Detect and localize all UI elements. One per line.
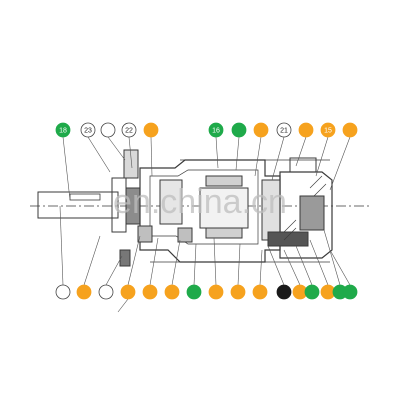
bearing-front [137,225,153,243]
top-callout-bubble [100,122,116,138]
callouts-bottom [55,284,358,300]
leader-line [117,298,129,313]
rear-cover [279,171,333,259]
leader-line [149,237,159,286]
top-callout-label: 16 [212,128,220,135]
bottom-callout-bubble [186,284,202,300]
leader-line [59,205,64,286]
bottom-callout-bubble [230,284,246,300]
top-callout-label: 18 [59,128,67,135]
hatch-line [283,219,297,233]
swash-plate [159,179,183,225]
leader-lines [59,136,351,313]
top-callout-bubble [276,122,292,138]
drain-plug [119,249,131,267]
bottom-callout-bubble [252,284,268,300]
leader-line [267,245,285,286]
top-callout-bubble [320,122,336,138]
leader-line [127,235,141,286]
hatch-line [313,183,327,197]
leader-line [329,249,351,286]
leader-line [295,136,307,167]
top-callout-label: 22 [125,128,133,135]
leader-line [62,136,71,201]
leader-line [309,239,329,286]
bottom-callout-bubble [98,284,114,300]
cross-section-drawing [30,149,370,267]
top-callout-bubble [253,122,269,138]
leader-line [107,136,126,161]
bottom-callout-bubble [76,284,92,300]
watermark: en.china.cn [113,183,287,221]
leader-line [150,136,153,177]
leader-line [213,237,217,286]
leader-line [237,243,241,286]
leader-line [283,249,301,286]
top-callout-bubble [121,122,137,138]
leader-line [105,255,123,286]
piston-b [205,175,243,187]
leader-line [87,136,111,173]
bottom-callout-bubble [164,284,180,300]
bottom-callout-bubble [304,284,320,300]
rear-port-block [299,195,325,231]
top-callout-label: 15 [324,128,332,135]
leader-line [171,239,181,286]
leader-line [259,249,263,286]
leader-line [295,245,313,286]
leader-line [254,136,262,177]
bottom-callout-bubble [208,284,224,300]
bottom-callout-bubble [142,284,158,300]
top-callout-bubble [80,122,96,138]
piston-a [205,227,243,239]
leader-line [128,136,133,169]
leader-line [215,136,219,169]
bearing-rear [177,227,193,243]
top-callout-bubble [298,122,314,138]
leader-line [329,136,351,191]
top-callout-bubble [208,122,224,138]
hatch-line [309,175,323,189]
top-callout-bubble [231,122,247,138]
leader-line [193,243,197,286]
bottom-callout-bubble [55,284,71,300]
callouts-top: 18 23 22 16 21 15 [55,122,358,138]
top-callout-bubble [342,122,358,138]
bottom-callout-bubble [342,284,358,300]
top-lug [123,149,139,179]
hatch-line [283,227,297,241]
top-callout-bubble [55,122,71,138]
bottom-callout-bubble [276,284,292,300]
leader-line [271,136,285,181]
bottom-callout-bubble [120,284,136,300]
top-callout-label: 23 [84,128,92,135]
control-piston [267,231,309,247]
shaft-key [69,193,101,201]
housing-inner [149,169,259,245]
top-callout-bubble [143,122,159,138]
output-shaft [37,191,119,219]
leader-line [323,229,341,286]
top-callout-label: 21 [280,128,288,135]
leader-line [83,235,101,286]
rear-port-top [289,157,317,173]
leader-line [315,136,329,177]
leader-line [235,136,240,171]
